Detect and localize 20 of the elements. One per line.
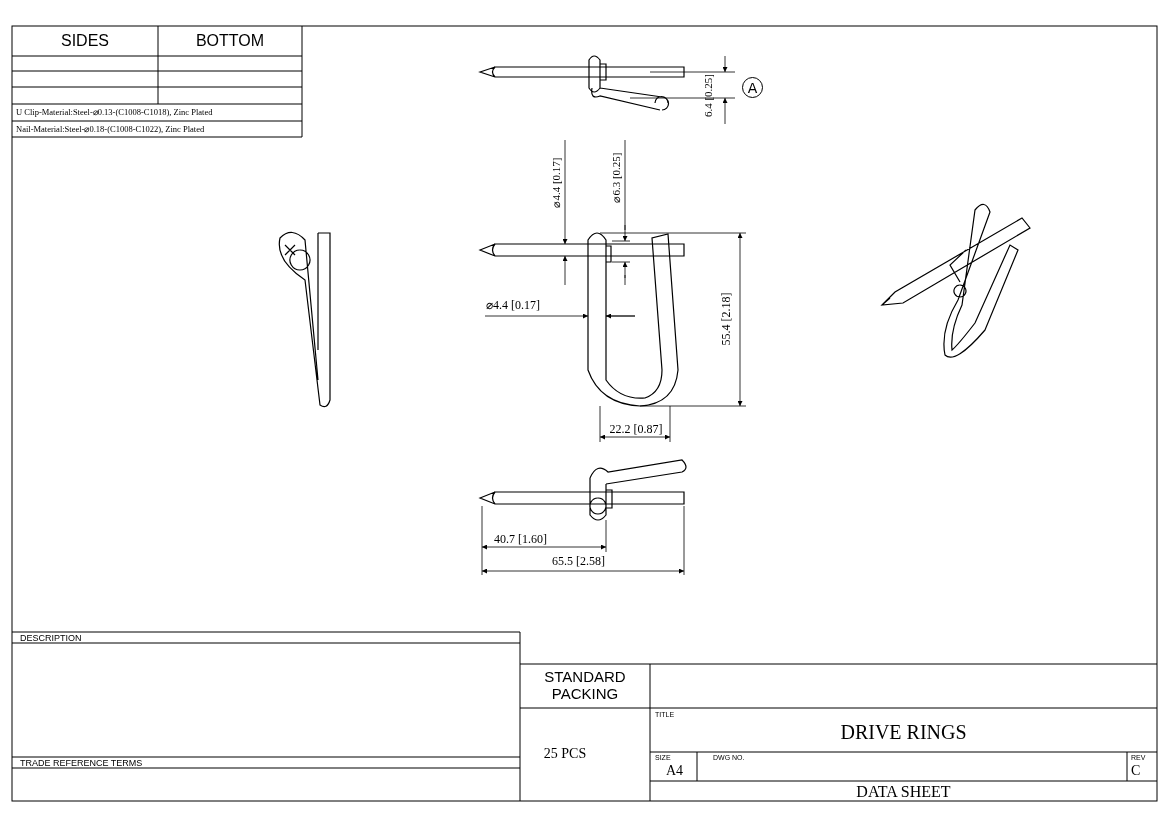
field-label: TRADE REFERENCE TERMS: [20, 759, 144, 768]
column-header: BOTTOM: [194, 33, 266, 49]
dimension-text: 6.4 [0.25]: [702, 72, 714, 120]
material-note: Nail-Material:Steel-⌀0.18-(C1008-C1022), Zinc Plated: [16, 125, 206, 134]
column-header: SIDES: [60, 33, 110, 49]
field-label: DESCRIPTION: [20, 634, 83, 643]
material-note: U Clip-Material:Steel-⌀0.13-(C1008-C1018), Zinc Plated: [16, 108, 214, 117]
dimension-text: ⌀6.3 [0.25]: [610, 151, 622, 205]
document-type: DATA SHEET: [855, 784, 952, 800]
dimension-text: 22.2 [0.87]: [608, 423, 664, 435]
size-value: A4: [666, 764, 685, 778]
dimension-text: 40.7 [1.60]: [494, 533, 548, 545]
dimension-text: 55.4 [2.18]: [720, 291, 732, 348]
revision-value: C: [1131, 764, 1142, 778]
dimension-text: ⌀4.4 [0.17]: [486, 299, 541, 311]
field-label: STANDARD PACKING: [543, 668, 627, 703]
dimension-text: 65.5 [2.58]: [552, 555, 606, 567]
drawing-title: DRIVE RINGS: [839, 722, 968, 742]
quantity-value: 25 PCS: [542, 747, 588, 761]
dimension-text: ⌀4.4 [0.17]: [550, 156, 562, 210]
